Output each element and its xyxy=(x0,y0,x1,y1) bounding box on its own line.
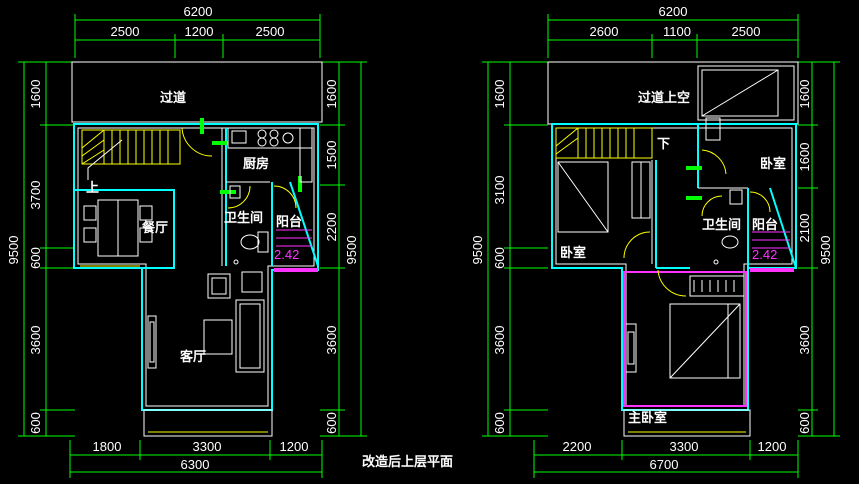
left-bottom-dimensions xyxy=(69,440,323,478)
left-right-total: 9500 xyxy=(344,236,359,265)
left-room-balcony: 阳台 xyxy=(276,214,302,230)
right-left-dimensions xyxy=(482,61,548,437)
left-bottom-seg-1: 1800 xyxy=(93,439,122,454)
left-right-seg-4: 3600 xyxy=(324,326,339,355)
left-stairs xyxy=(81,129,181,180)
left-plan: 6200 2500 1200 2500 1600 3700 600 3600 6… xyxy=(6,4,367,478)
right-right-seg-3: 2100 xyxy=(797,214,812,243)
left-top-dimensions xyxy=(74,14,321,58)
right-room-master: 主卧室 xyxy=(628,410,667,426)
left-balcony-hatch xyxy=(276,229,312,247)
right-bottom-seg-1: 2200 xyxy=(563,439,592,454)
right-stairs xyxy=(555,127,653,159)
right-top-seg-3: 2500 xyxy=(732,24,761,39)
right-level-mark: 2.42 xyxy=(752,247,777,262)
stair-down-label: 下 xyxy=(657,137,670,152)
right-bedroom-left-bed xyxy=(557,161,609,233)
right-bottom-seg-3: 1200 xyxy=(758,439,787,454)
right-room-balcony: 阳台 xyxy=(752,217,778,233)
right-left-seg-4: 3600 xyxy=(492,326,507,355)
left-right-dimensions xyxy=(320,61,367,437)
right-room-bedroom-left: 卧室 xyxy=(560,245,586,261)
left-top-total: 6200 xyxy=(184,4,213,19)
right-door-marks xyxy=(686,166,702,200)
left-left-total: 9500 xyxy=(6,236,21,265)
left-walls xyxy=(71,61,323,437)
right-balcony-hatch xyxy=(752,231,790,249)
left-left-seg-3: 600 xyxy=(28,247,43,269)
left-bottom-seg-2: 3300 xyxy=(193,439,222,454)
left-door-swings xyxy=(181,127,297,209)
right-right-seg-5: 600 xyxy=(797,412,812,434)
left-bottom-seg-3: 1200 xyxy=(280,439,309,454)
left-left-seg-4: 3600 xyxy=(28,326,43,355)
right-room-bathroom: 卫生间 xyxy=(702,217,741,233)
right-left-seg-2: 3100 xyxy=(492,176,507,205)
right-wardrobe-small xyxy=(631,117,721,219)
right-top-seg-1: 2600 xyxy=(590,24,619,39)
left-top-seg-2: 1200 xyxy=(185,24,214,39)
left-right-seg-2: 1500 xyxy=(324,141,339,170)
left-right-seg-5: 600 xyxy=(324,412,339,434)
right-plan: 6200 2600 1100 2500 1600 3100 600 3600 6… xyxy=(470,4,840,478)
left-room-bathroom: 卫生间 xyxy=(224,210,263,226)
left-right-seg-3: 2200 xyxy=(324,213,339,242)
left-top-seg-1: 2500 xyxy=(111,24,140,39)
right-top-dimensions xyxy=(547,14,799,58)
right-right-total: 9500 xyxy=(818,236,833,265)
left-level-mark: 2.42 xyxy=(274,247,299,262)
right-right-dimensions xyxy=(798,61,840,437)
right-top-total: 6200 xyxy=(659,4,688,19)
right-bottom-seg-2: 3300 xyxy=(670,439,699,454)
left-bottom-total: 6300 xyxy=(181,457,210,472)
right-bottom-total: 6700 xyxy=(650,457,679,472)
right-right-seg-1: 1600 xyxy=(797,80,812,109)
living-room-furniture xyxy=(147,271,265,373)
dining-table xyxy=(83,199,153,257)
left-room-kitchen: 厨房 xyxy=(243,156,269,172)
left-room-living: 客厅 xyxy=(180,349,206,365)
stair-up-label: 上 xyxy=(86,181,99,196)
left-room-corridor: 过道 xyxy=(160,90,186,106)
right-left-seg-1: 1600 xyxy=(492,80,507,109)
right-right-seg-2: 1600 xyxy=(797,143,812,172)
right-walls xyxy=(547,61,799,437)
right-bottom-dimensions xyxy=(533,440,799,478)
right-top-seg-2: 1100 xyxy=(663,24,691,39)
left-left-seg-5: 600 xyxy=(28,412,43,434)
right-bathroom-fixtures xyxy=(713,189,743,265)
right-right-seg-4: 3600 xyxy=(797,326,812,355)
left-kitchen-fixtures xyxy=(227,127,313,183)
right-left-total: 9500 xyxy=(470,236,485,265)
master-bedroom-furniture xyxy=(625,275,745,379)
right-left-seg-5: 600 xyxy=(492,412,507,434)
right-room-bedroom-right: 卧室 xyxy=(760,156,786,172)
right-door-swings xyxy=(623,149,771,297)
plan-caption: 改造后上层平面 xyxy=(362,454,453,470)
left-room-dining: 餐厅 xyxy=(141,220,168,236)
left-left-seg-2: 3700 xyxy=(28,181,43,210)
left-left-seg-1: 1600 xyxy=(28,80,43,109)
left-top-seg-3: 2500 xyxy=(256,24,285,39)
left-left-dimensions xyxy=(18,61,75,437)
right-left-seg-3: 600 xyxy=(492,247,507,269)
left-right-seg-1: 1600 xyxy=(324,80,339,109)
right-room-corridor-void: 过道上空 xyxy=(638,90,690,106)
left-bathroom-fixtures xyxy=(229,185,269,265)
left-door-marks xyxy=(200,118,302,194)
